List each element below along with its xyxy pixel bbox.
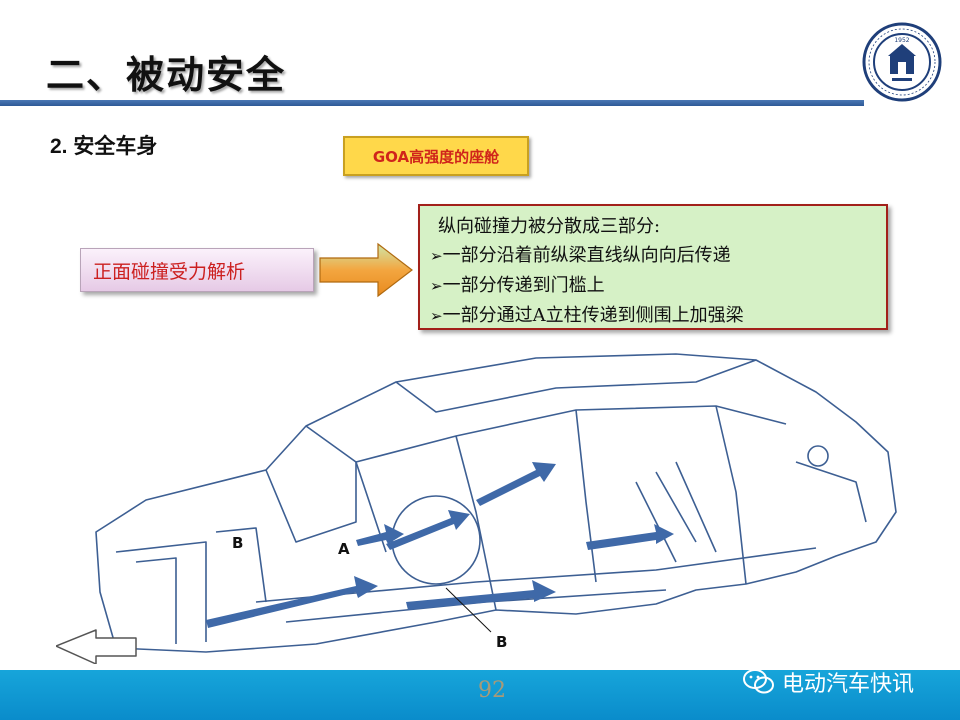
university-logo: 1952	[862, 22, 942, 102]
callout-item: ➢一部分通过A立柱传递到侧围上加强梁	[430, 301, 886, 331]
front-impact-label: 正面碰撞受力解析	[93, 260, 246, 283]
force-arrow	[406, 580, 556, 610]
force-arrow	[586, 524, 674, 550]
force-arrow	[476, 462, 556, 506]
goa-label: GOA高强度的座舱	[372, 147, 500, 166]
logo-year: 1952	[894, 37, 909, 44]
car-body-diagram: B A B	[55, 352, 906, 668]
bullet-arrow-icon: ➢	[430, 307, 443, 325]
bullet-arrow-icon: ➢	[430, 277, 443, 295]
label-b-bottom: B	[496, 633, 507, 651]
front-impact-box: 正面碰撞受力解析	[80, 248, 314, 292]
impact-arrow	[55, 629, 137, 665]
bullet-arrow-icon: ➢	[430, 247, 443, 265]
watermark-text: 电动汽车快讯	[782, 672, 915, 697]
pointer-arrow	[316, 240, 416, 304]
title-rule	[0, 100, 864, 106]
callout-item: ➢一部分沿着前纵梁直线纵向向后传递	[430, 241, 886, 271]
callout-item-text: 一部分通过A立柱传递到侧围上加强梁	[442, 305, 744, 326]
footer-bar	[0, 670, 960, 720]
callout-item-text: 一部分传递到门槛上	[442, 275, 605, 296]
page-number: 92	[478, 678, 506, 703]
body-outline	[95, 353, 897, 653]
wechat-icon	[742, 668, 776, 696]
label-b-left: B	[232, 534, 243, 552]
callout-heading: 纵向碰撞力被分散成三部分:	[438, 216, 661, 237]
callout-item: ➢一部分传递到门槛上	[430, 271, 886, 301]
slide-title: 二、被动安全	[46, 53, 287, 97]
goa-label-box: GOA高强度的座舱	[343, 136, 529, 176]
force-arrow	[356, 524, 404, 546]
section-subtitle: 2. 安全车身	[50, 135, 158, 158]
callout-item-text: 一部分沿着前纵梁直线纵向向后传递	[442, 245, 731, 266]
force-callout: 纵向碰撞力被分散成三部分: ➢一部分沿着前纵梁直线纵向向后传递 ➢一部分传递到门…	[418, 204, 888, 330]
label-a: A	[338, 540, 350, 558]
force-arrow	[206, 576, 378, 628]
force-arrow	[386, 510, 470, 550]
